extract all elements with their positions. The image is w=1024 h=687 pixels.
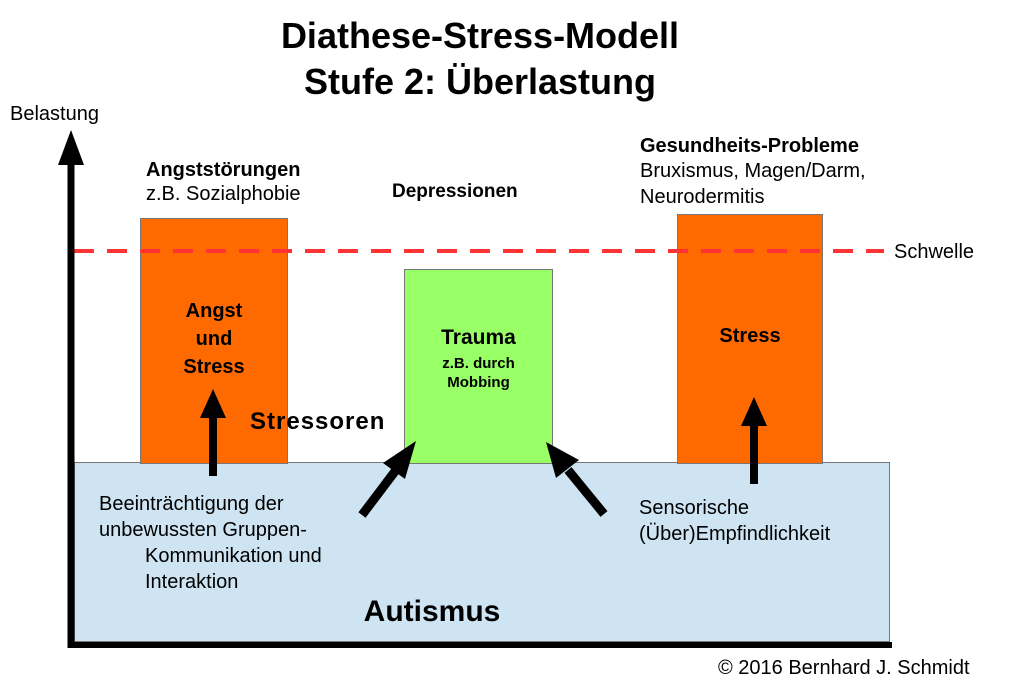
heading-gesundheits-probleme: Gesundheits-Probleme: [640, 135, 859, 157]
heading-depressionen: Depressionen: [392, 181, 518, 202]
base-label: Autismus: [363, 595, 501, 628]
arrow-diagonal-left: [358, 441, 416, 518]
base-left-text: Beeinträchtigung der unbewussten Gruppen…: [99, 491, 322, 595]
heading-angststoerungen: Angststörungen: [146, 159, 301, 181]
box-trauma: Trauma z.B. durch Mobbing: [404, 269, 553, 464]
y-axis-label: Belastung: [10, 103, 99, 125]
box-line: Angst: [185, 300, 243, 322]
arrow-up-left: [200, 389, 226, 476]
box-sub-line: z.B. durch: [442, 355, 515, 372]
base-right-line: Sensorische: [639, 497, 750, 519]
base-right-line: (Über)Empfindlichkeit: [639, 523, 831, 545]
stressors-label: Stressoren: [250, 408, 386, 435]
threshold-label: Schwelle: [894, 241, 975, 263]
base-left-line: Interaktion: [145, 571, 239, 593]
box-line: Stress: [183, 356, 245, 378]
subheading-sozialphobie: z.B. Sozialphobie: [146, 183, 301, 205]
title-line-2: Stufe 2: Überlastung: [303, 61, 657, 102]
box-sub-line: Mobbing: [447, 374, 510, 391]
right-sub-text: Bruxismus, Magen/Darm, Neurodermitis: [640, 158, 866, 210]
copyright: © 2016 Bernhard J. Schmidt: [718, 657, 970, 679]
title-line-1: Diathese-Stress-Modell: [280, 15, 680, 56]
y-axis-arrowhead: [58, 130, 84, 165]
box-angst-stress-text: Angst und Stress: [141, 297, 287, 381]
arrow-diagonal-right: [546, 442, 608, 517]
box-trauma-title: Trauma: [441, 326, 516, 349]
box-trauma-sub: z.B. durch Mobbing: [405, 354, 552, 392]
base-left-line: unbewussten Gruppen-: [99, 519, 307, 541]
base-left-line: Kommunikation und: [145, 545, 322, 567]
right-sub-line: Neurodermitis: [640, 186, 765, 208]
autismus-base: Beeinträchtigung der unbewussten Gruppen…: [74, 462, 890, 642]
right-sub-line: Bruxismus, Magen/Darm,: [640, 160, 866, 182]
arrow-up-right: [741, 397, 767, 484]
base-left-line: Beeinträchtigung der: [99, 493, 284, 515]
box-stress-label: Stress: [719, 325, 781, 347]
base-right-text: Sensorische (Über)Empfindlichkeit: [639, 495, 830, 547]
box-line: und: [195, 328, 233, 350]
